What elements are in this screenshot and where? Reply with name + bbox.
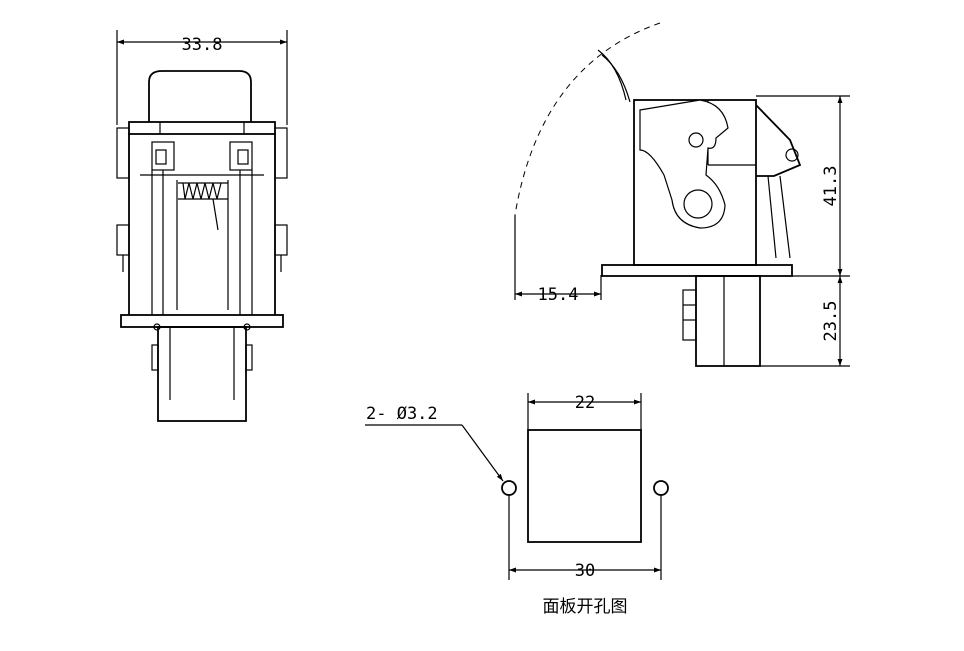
side-view: 15.4 41.3 23.5 <box>514 22 850 367</box>
side-depth-dimension: 23.5 <box>821 301 841 342</box>
cutout-square-dimension: 22 <box>575 393 595 413</box>
panel-cutout: 22 2- Ø3.2 30 面板开孔图 <box>365 393 669 617</box>
mounting-hole-right <box>653 480 669 496</box>
front-view: 33.8 <box>116 30 288 422</box>
cutout-caption: 面板开孔图 <box>543 597 628 617</box>
side-swing-dimension: 15.4 <box>538 285 579 305</box>
mounting-hole-left <box>501 480 517 496</box>
front-width-dimension: 33.8 <box>182 35 223 55</box>
hole-callout: 2- Ø3.2 <box>366 404 438 424</box>
cutout-pitch-dimension: 30 <box>575 561 595 581</box>
side-height-dimension: 41.3 <box>821 166 841 207</box>
